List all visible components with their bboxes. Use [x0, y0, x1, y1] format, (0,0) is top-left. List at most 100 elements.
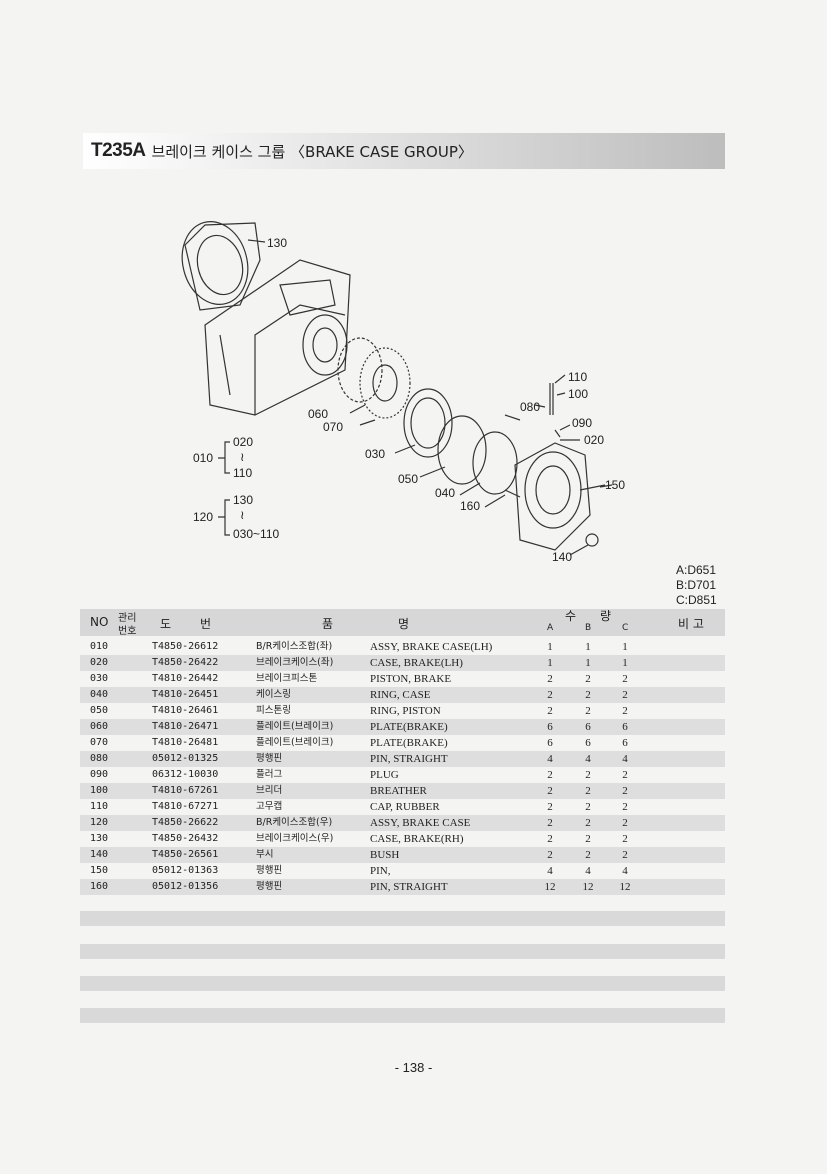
- row-part-number: T4810-26481: [152, 737, 219, 748]
- row-name-kr: 브리더: [256, 785, 283, 796]
- row-qty-b: 2: [585, 785, 591, 797]
- brake-plates-drawing: [337, 337, 453, 458]
- row-part-number: 05012-01363: [152, 865, 219, 876]
- row-qty-a: 2: [547, 833, 553, 845]
- row-part-number: T4850-26612: [152, 641, 219, 652]
- row-qty-b: 2: [585, 705, 591, 717]
- row-qty-c: 2: [622, 769, 628, 781]
- header-no: NO: [90, 615, 109, 629]
- table-row: 080 05012-01325 평행핀 PIN, STRAIGHT 4 4 4: [80, 751, 725, 767]
- row-no: 070: [90, 737, 109, 748]
- row-name-en: RING, CASE: [370, 689, 431, 701]
- row-name-en: PIN, STRAIGHT: [370, 753, 448, 765]
- callout-160: 160: [460, 499, 480, 513]
- row-qty-a: 4: [547, 753, 553, 765]
- callout-070: 070: [323, 420, 343, 434]
- row-qty-c: 1: [622, 641, 628, 653]
- row-no: 140: [90, 849, 109, 860]
- header-mgmt-bottom: 번호: [118, 626, 137, 637]
- row-part-number: T4850-26432: [152, 833, 219, 844]
- table-row: 160 05012-01356 평행핀 PIN, STRAIGHT 12 12 …: [80, 879, 725, 895]
- header-qty-a: 수: [565, 609, 577, 623]
- header-remarks: 비 고: [678, 617, 704, 631]
- group-code: T235A: [91, 140, 146, 161]
- header-col-c: C: [622, 623, 629, 633]
- row-name-kr: 브레이크케이스(좌): [256, 657, 334, 668]
- row-name-en: PLATE(BRAKE): [370, 737, 448, 749]
- header-name-b: 명: [398, 617, 410, 631]
- table-row: 110 T4810-67271 고무캡 CAP, RUBBER 2 2 2: [80, 799, 725, 815]
- callout-090: 090: [572, 416, 592, 430]
- row-no: 090: [90, 769, 109, 780]
- row-name-en: ASSY, BRAKE CASE: [370, 817, 471, 829]
- row-qty-c: 2: [622, 705, 628, 717]
- row-qty-a: 6: [547, 737, 553, 749]
- group-120-tilde: ≀: [240, 508, 245, 522]
- row-name-kr: B/R케이스조합(좌): [256, 641, 333, 652]
- row-qty-a: 6: [547, 721, 553, 733]
- brake-case-rh-drawing: [181, 220, 261, 311]
- row-name-en: PIN, STRAIGHT: [370, 881, 448, 893]
- header-drawing-a: 도: [160, 617, 172, 631]
- row-name-kr: 피스톤링: [256, 705, 291, 716]
- row-part-number: T4810-26471: [152, 721, 219, 732]
- table-row: 030 T4810-26442 브레이크피스톤 PISTON, BRAKE 2 …: [80, 671, 725, 687]
- transmission-housing-drawing: [204, 259, 351, 416]
- row-no: 030: [90, 673, 109, 684]
- row-no: 160: [90, 881, 109, 892]
- row-name-kr: 평행핀: [256, 865, 283, 876]
- row-qty-a: 2: [547, 673, 553, 685]
- row-no: 110: [90, 801, 109, 812]
- table-row: 120 T4850-26622 B/R케이스조합(우) ASSY, BRAKE …: [80, 815, 725, 831]
- row-qty-c: 12: [619, 881, 631, 893]
- row-qty-b: 2: [585, 801, 591, 813]
- row-name-kr: 브레이크피스톤: [256, 673, 318, 684]
- group-010-to: 110: [233, 466, 252, 480]
- callout-110: 110: [568, 370, 587, 384]
- group-120-id: 120: [193, 510, 213, 524]
- row-name-en: CASE, BRAKE(RH): [370, 833, 464, 845]
- row-name-kr: 플레이트(브레이크): [256, 737, 334, 748]
- row-qty-a: 1: [547, 657, 553, 669]
- callout-060: 060: [308, 407, 328, 421]
- row-qty-a: 2: [547, 785, 553, 797]
- row-qty-a: 2: [547, 769, 553, 781]
- page-number: - 138 -: [394, 1060, 433, 1075]
- brake-case-lh-drawing: [514, 442, 599, 551]
- callout-100: 100: [568, 387, 588, 401]
- row-qty-b: 2: [585, 849, 591, 861]
- row-name-kr: 플레이트(브레이크): [256, 721, 334, 732]
- empty-row-band: [80, 911, 725, 926]
- model-c: C:D851: [676, 593, 717, 607]
- row-qty-a: 2: [547, 817, 553, 829]
- group-title: 브레이크 케이스 그룹 〈BRAKE CASE GROUP〉: [151, 142, 473, 161]
- row-qty-c: 2: [622, 689, 628, 701]
- row-name-en: PLUG: [370, 769, 399, 781]
- callout-040: 040: [435, 486, 455, 500]
- row-part-number: 05012-01356: [152, 881, 219, 892]
- empty-row-band: [80, 944, 725, 959]
- row-name-en: PIN,: [370, 865, 391, 877]
- model-a: A:D651: [676, 563, 717, 577]
- group-120-to: 030~110: [233, 527, 279, 541]
- row-no: 050: [90, 705, 109, 716]
- header-name-a: 품: [322, 617, 334, 631]
- header-qty-b: 량: [600, 609, 612, 623]
- row-qty-a: 2: [547, 705, 553, 717]
- row-qty-b: 12: [582, 881, 594, 893]
- row-qty-a: 2: [547, 689, 553, 701]
- row-qty-b: 1: [585, 641, 591, 653]
- table-row: 060 T4810-26471 플레이트(브레이크) PLATE(BRAKE) …: [80, 719, 725, 735]
- row-no: 130: [90, 833, 109, 844]
- callout-050: 050: [398, 472, 418, 486]
- callout-020: 020: [584, 433, 604, 447]
- row-qty-b: 2: [585, 817, 591, 829]
- row-name-en: CASE, BRAKE(LH): [370, 657, 463, 669]
- row-qty-b: 2: [585, 673, 591, 685]
- row-part-number: T4810-26451: [152, 689, 219, 700]
- group-010-tilde: ≀: [240, 450, 245, 464]
- row-no: 020: [90, 657, 109, 668]
- row-qty-a: 12: [544, 881, 556, 893]
- table-row: 130 T4850-26432 브레이크케이스(우) CASE, BRAKE(R…: [80, 831, 725, 847]
- row-name-kr: 케이스링: [256, 689, 291, 700]
